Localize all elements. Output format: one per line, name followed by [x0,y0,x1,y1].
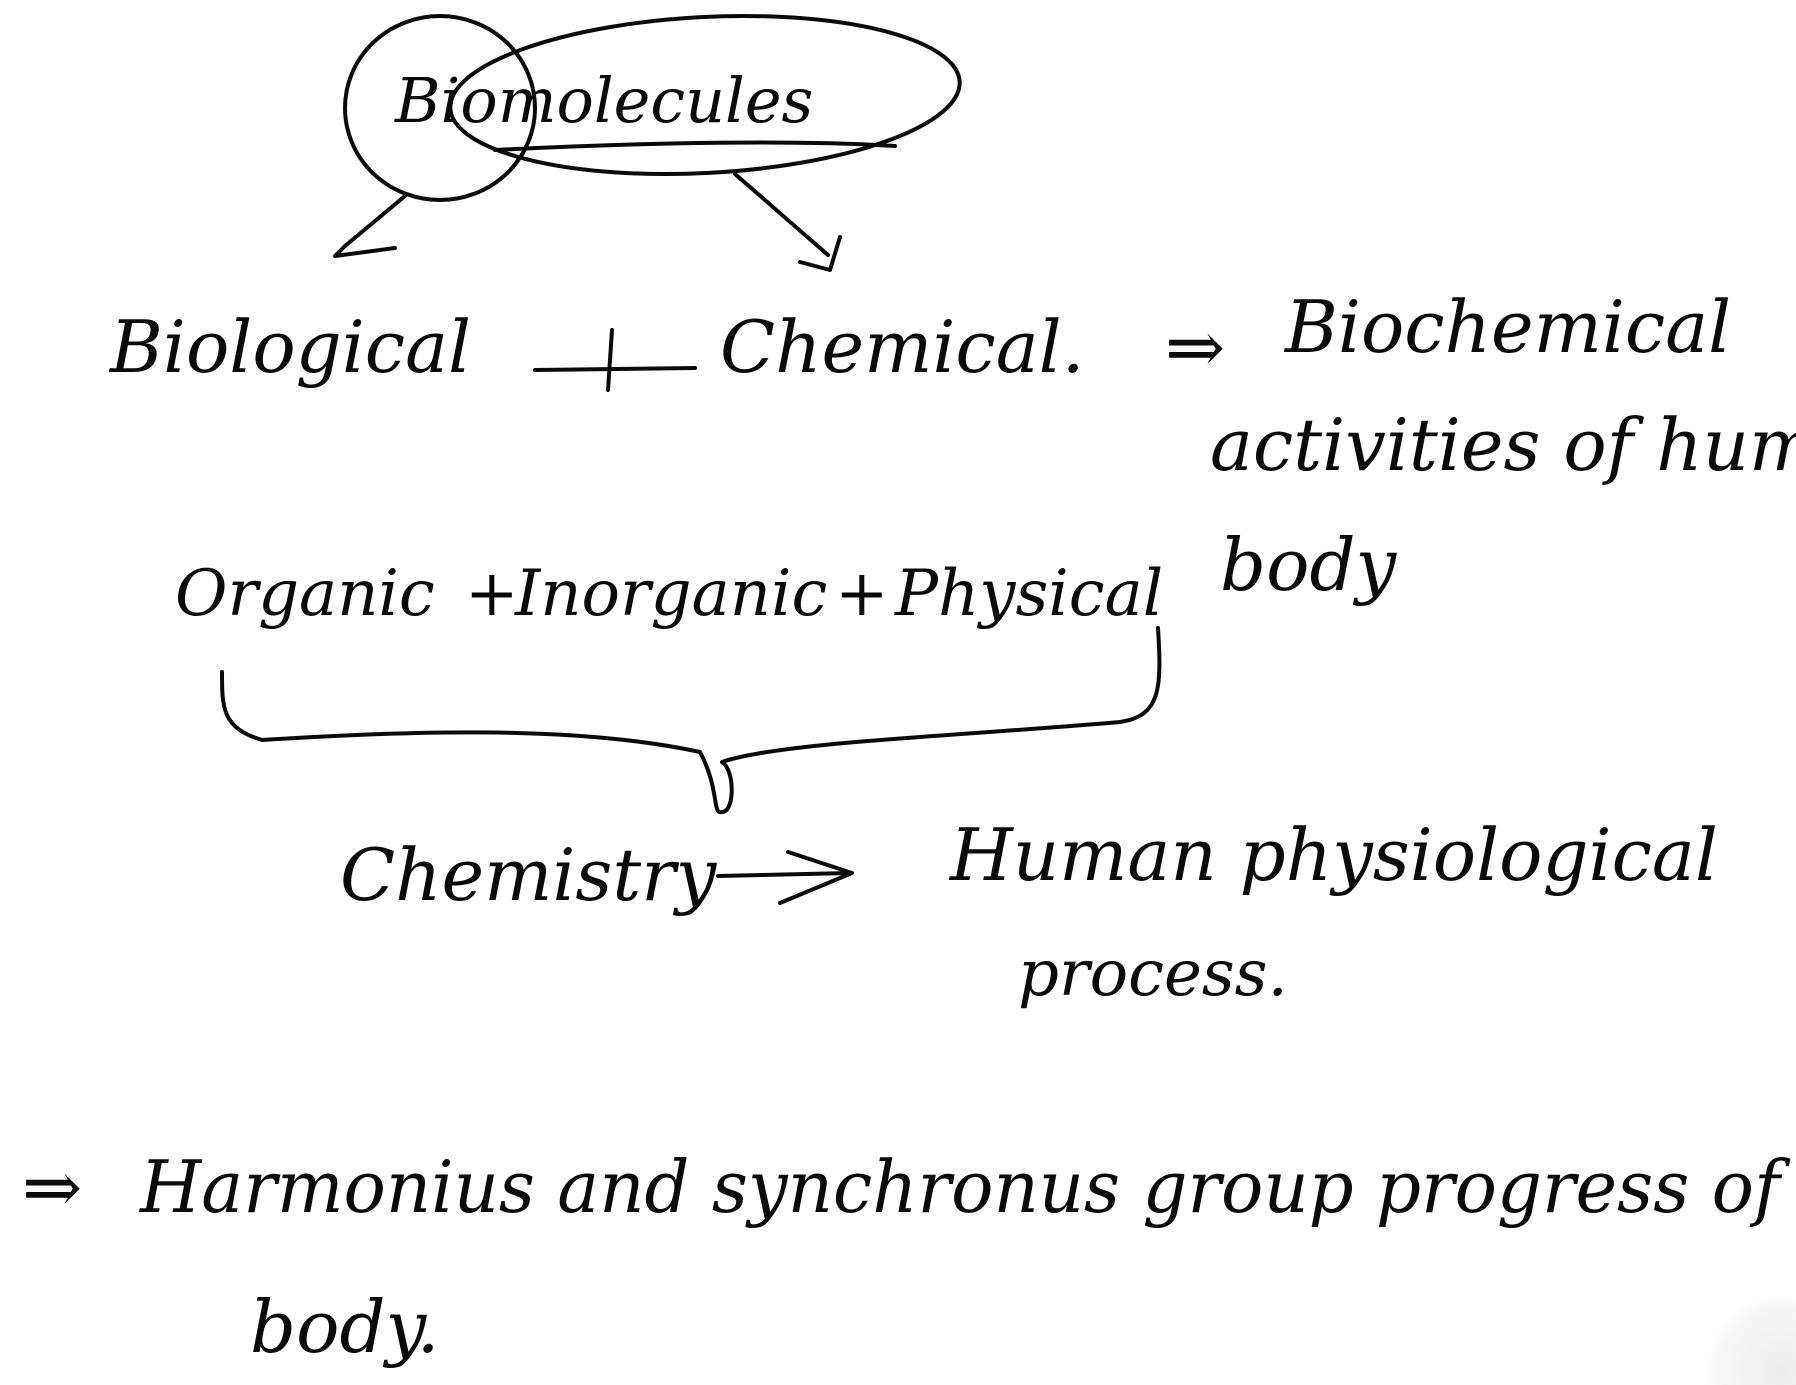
title-circle-large [448,13,962,177]
row-organic: Organic + Inorganic + Physical [175,557,1163,631]
title-text: Biomolecules [394,64,813,137]
row-biological-chemical: Biological Chemical. ⇒ Biochemical activ… [108,285,1796,607]
arrow-left [333,194,407,258]
human-physiological-text: Human physiological [948,813,1718,897]
organic-text: Organic [175,557,435,631]
title-circle-small [343,14,537,202]
implies-arrow-2: ⇒ [22,1145,82,1229]
curly-brace [220,626,1162,815]
implies-arrow-1: ⇒ [1165,305,1225,389]
body-text: body [1220,523,1398,607]
plus-text-1: + [465,557,519,631]
biological-text: Biological [108,305,471,389]
chemical-text: Chemical. [720,305,1085,389]
process-text: process. [1018,937,1288,1011]
summary: ⇒ Harmonius and synchronus group progres… [22,1145,1791,1369]
plus-connector [533,328,697,392]
inorganic-text: Inorganic [514,557,827,631]
plus-text-2: + [835,557,889,631]
summary-line-1: Harmonius and synchronus group progress … [138,1145,1791,1229]
summary-line-2: body. [250,1285,440,1369]
arrow-right [733,172,842,272]
activities-text: activities of human [1210,403,1796,487]
chemistry-text: Chemistry [340,833,718,917]
branch-arrows [333,172,842,272]
title-underline [493,140,897,152]
physical-text: Physical [894,557,1163,631]
row-chemistry: Chemistry Human physiological process. [340,813,1718,1011]
biochemical-text: Biochemical [1283,285,1731,369]
chemistry-arrow [716,850,854,905]
title-group: Biomolecules [343,13,962,202]
